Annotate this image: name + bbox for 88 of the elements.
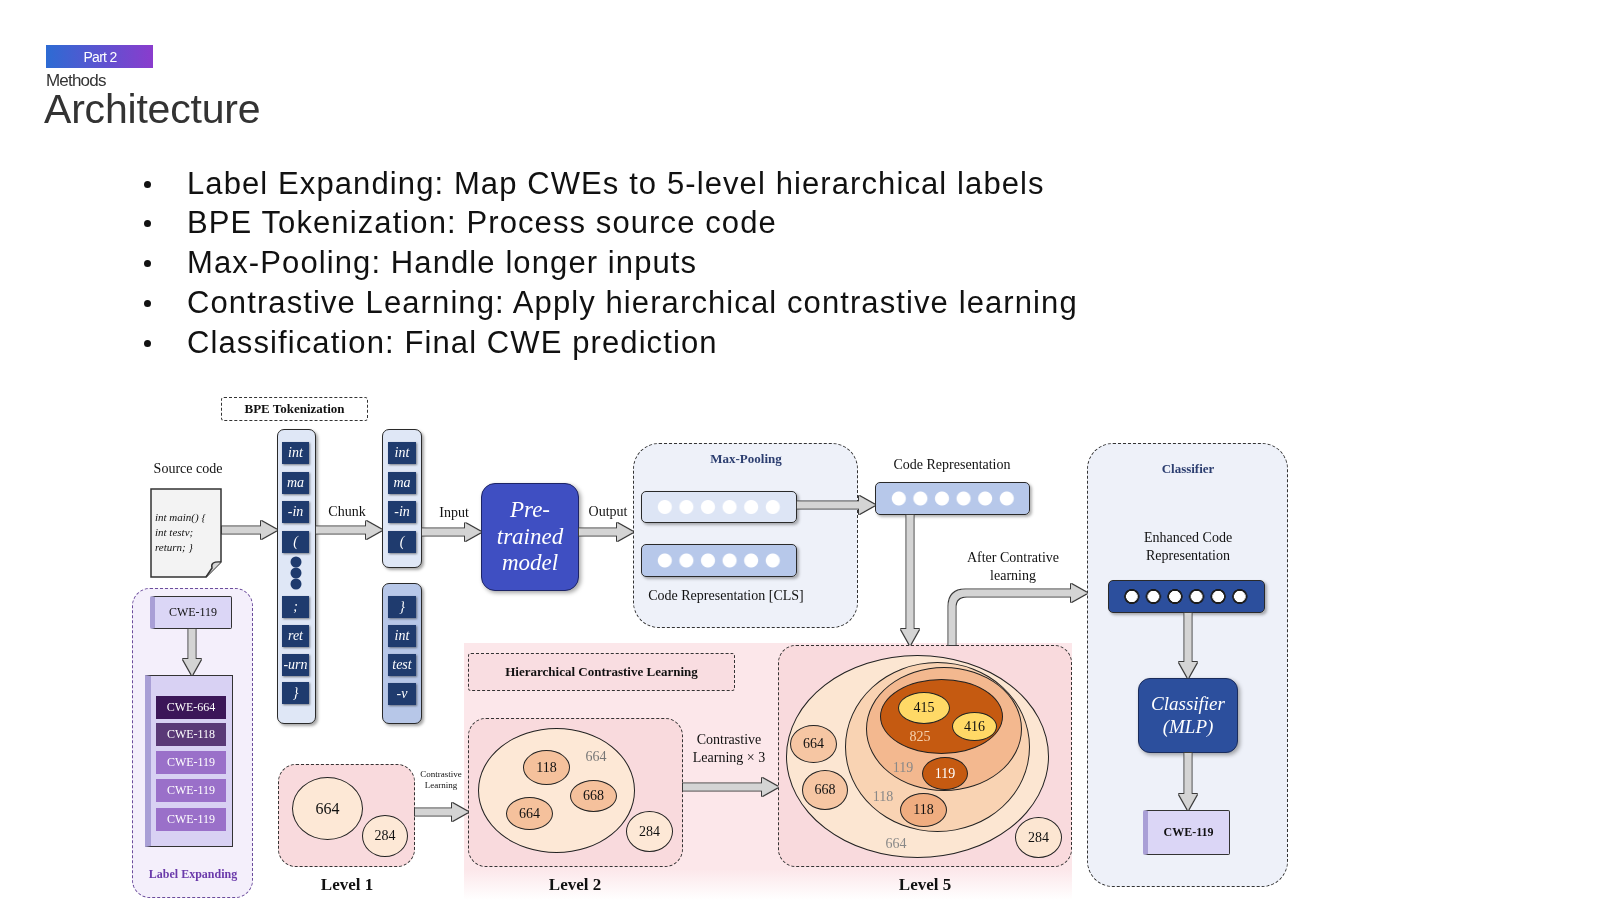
cluster-label: 664 xyxy=(585,748,607,766)
cluster-ellipse: 415 xyxy=(898,692,950,724)
token-column xyxy=(382,583,422,724)
block-arrow xyxy=(797,496,875,514)
token-column xyxy=(382,429,422,568)
bullet-text: BPE Tokenization: Process source code xyxy=(187,205,777,241)
token-box: ma xyxy=(388,472,416,494)
section-number: Part 2 xyxy=(83,48,117,65)
token-box: ret xyxy=(282,625,309,647)
token-box: ma xyxy=(282,472,309,494)
block-arrow xyxy=(901,515,919,645)
level-caption: Level 5 xyxy=(898,874,952,896)
block-arrow xyxy=(415,803,468,821)
block-arrow xyxy=(683,778,778,796)
token-box: -in xyxy=(388,501,416,523)
token-box: -urn xyxy=(282,654,309,676)
label-bar: CWE-118 xyxy=(156,723,226,746)
vector-bar xyxy=(641,491,797,523)
bullet-text: Classification: Final CWE prediction xyxy=(187,325,718,361)
block-arrow xyxy=(948,584,1087,645)
block-arrow xyxy=(222,521,277,539)
cluster-label: 119 xyxy=(892,759,914,777)
bar-caption: Code Representation [CLS] xyxy=(648,587,804,605)
bar-caption: Code Representation xyxy=(893,456,1011,474)
token-box: int xyxy=(388,625,416,647)
block-arrow xyxy=(316,521,382,539)
scroll-panel xyxy=(145,675,233,847)
cluster-label: 825 xyxy=(909,728,931,746)
cluster-ellipse: 664 xyxy=(292,777,363,840)
label-bar: CWE-119 xyxy=(156,751,226,774)
token-box: } xyxy=(282,682,309,704)
cluster-ellipse: 664 xyxy=(506,797,553,830)
code-snippet: int main() { int testv; return; } xyxy=(155,509,207,555)
cluster-ellipse: 416 xyxy=(952,712,997,741)
dashed-group-panel xyxy=(633,443,858,628)
cluster-ellipse: 668 xyxy=(802,770,848,810)
classifier-box: Classifier (MLP) xyxy=(1138,678,1238,753)
cluster-ellipse xyxy=(880,679,1003,754)
edge-label: Input xyxy=(439,504,469,522)
token-box: -in xyxy=(282,501,309,523)
scroll-banner: CWE-119 xyxy=(1143,810,1230,855)
token-box: int xyxy=(388,442,416,464)
label-bar: CWE-119 xyxy=(156,779,226,802)
cluster-label: 118 xyxy=(872,788,894,806)
block-arrow xyxy=(579,523,633,541)
dashed-group-panel xyxy=(1087,443,1288,887)
cluster-ellipse: 284 xyxy=(1015,817,1062,858)
block-arrow xyxy=(183,629,201,675)
bar-caption: Enhanced Code Representation xyxy=(1142,528,1234,565)
token-box: ( xyxy=(388,531,416,553)
token-box: int xyxy=(282,442,309,464)
scroll-banner: CWE-119 xyxy=(150,596,232,629)
edge-label: Output xyxy=(588,503,628,521)
bullet-text: Label Expanding: Map CWEs to 5-level hierarchical labels xyxy=(187,166,1045,202)
cluster-ellipse: 664 xyxy=(790,725,837,763)
group-title: Label Expanding xyxy=(148,866,238,882)
dashed-group-panel xyxy=(132,588,253,898)
cluster-ellipse: 284 xyxy=(362,815,408,857)
cluster-ellipse: 118 xyxy=(523,750,570,785)
cluster-ellipse: 118 xyxy=(900,793,947,827)
section-label: Methods xyxy=(46,71,106,89)
group-title: Classifier xyxy=(1161,461,1215,477)
token-box: ; xyxy=(282,596,309,618)
document-caption: Source code xyxy=(153,460,223,478)
cluster-ellipse: 119 xyxy=(922,757,968,790)
token-column xyxy=(277,429,316,724)
cluster-ellipse: 284 xyxy=(626,811,673,852)
stage-title-box: BPE Tokenization xyxy=(221,397,368,421)
cluster-ellipse: 668 xyxy=(570,780,617,812)
bullet-text: Contrastive Learning: Apply hierarchical contrastive learning xyxy=(187,285,1078,321)
bullet-text: Max-Pooling: Handle longer inputs xyxy=(187,245,698,281)
block-arrow xyxy=(422,523,481,541)
token-box: test xyxy=(388,654,416,676)
slide-title: Architecture xyxy=(44,89,261,130)
block-arrow xyxy=(1179,753,1197,810)
token-box: } xyxy=(388,596,416,618)
edge-label: Contrastive Learning xyxy=(418,768,464,792)
label-bar: CWE-119 xyxy=(156,808,226,831)
model-box: Pre-trained model xyxy=(481,483,579,591)
token-box: ( xyxy=(282,531,309,553)
group-title: Max-Pooling xyxy=(710,451,782,467)
level-caption: Level 2 xyxy=(548,874,602,896)
block-arrow xyxy=(1179,613,1197,678)
level-caption: Level 1 xyxy=(320,874,374,896)
label-bar: CWE-664 xyxy=(156,696,226,719)
cluster-label: 664 xyxy=(885,835,907,853)
stage-title-box: Hierarchical Contrastive Learning xyxy=(468,653,735,691)
token-box: -v xyxy=(388,683,416,705)
